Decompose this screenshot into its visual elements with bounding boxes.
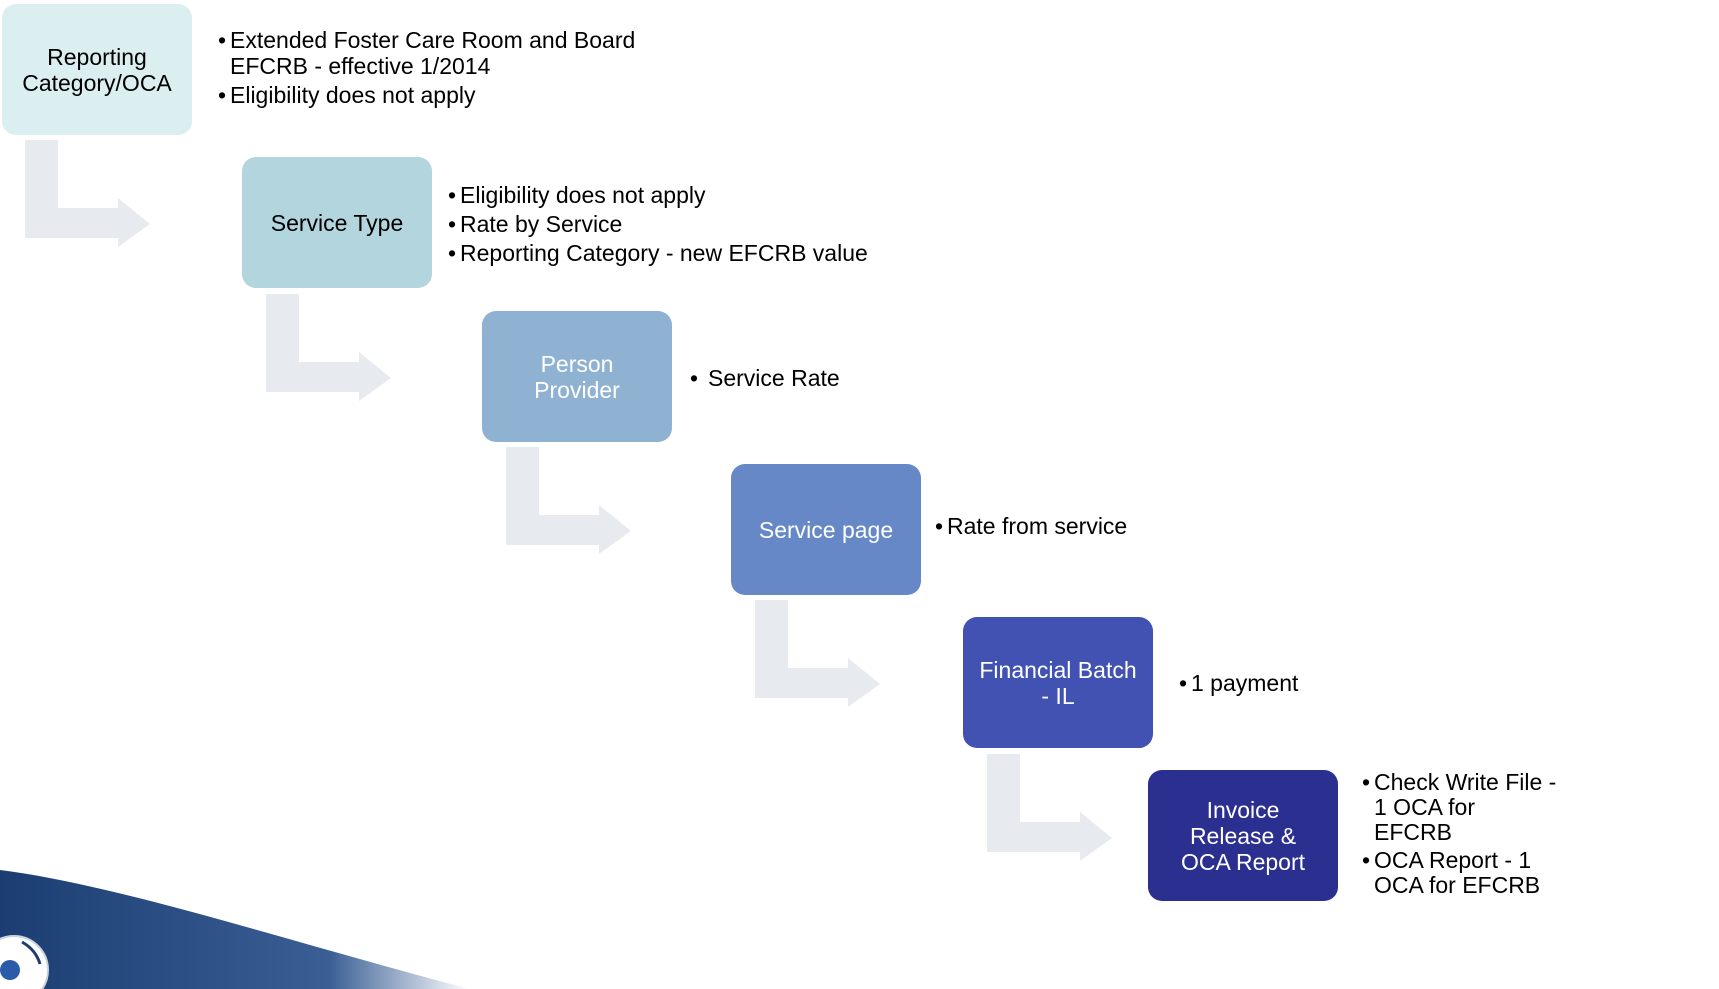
note-item: Rate from service: [935, 513, 1127, 539]
step-notes: Eligibility does not apply Rate by Servi…: [448, 182, 868, 269]
note-item: Service Rate: [690, 365, 840, 391]
bent-arrow-icon: [506, 447, 631, 554]
step-notes: 1 payment: [1179, 670, 1298, 699]
note-item: Eligibility does not apply: [448, 182, 868, 208]
step-service-page: Service page: [731, 464, 921, 595]
step-person-provider: Person Provider: [482, 311, 672, 442]
bent-arrow-icon: [25, 140, 150, 247]
step-notes: Service Rate: [690, 365, 840, 394]
bent-arrow-icon: [755, 600, 880, 707]
step-notes: Check Write File - 1 OCA for EFCRB OCA R…: [1362, 770, 1556, 901]
step-service-type: Service Type: [242, 157, 432, 288]
step-label: Invoice Release & OCA Report: [1181, 796, 1305, 875]
note-item: Reporting Category - new EFCRB value: [448, 240, 868, 266]
note-item: Extended Foster Care Room and Board EFCR…: [218, 27, 635, 79]
step-label: Financial Batch - IL: [979, 656, 1137, 709]
note-item: Rate by Service: [448, 211, 868, 237]
step-reporting-category: Reporting Category/OCA: [2, 4, 192, 135]
swoosh-decoration: [0, 870, 470, 989]
step-invoice-release: Invoice Release & OCA Report: [1148, 770, 1338, 901]
step-label: Service Type: [270, 209, 404, 236]
step-notes: Rate from service: [935, 513, 1127, 542]
bent-arrow-icon: [266, 294, 391, 401]
note-item: OCA Report - 1 OCA for EFCRB: [1362, 848, 1556, 898]
step-label: Person Provider: [534, 350, 620, 403]
step-label: Reporting Category/OCA: [22, 43, 172, 96]
step-notes: Extended Foster Care Room and Board EFCR…: [218, 27, 635, 111]
step-label: Service page: [758, 516, 894, 543]
step-financial-batch: Financial Batch - IL: [963, 617, 1153, 748]
department-seal-icon: [0, 935, 49, 989]
note-item: 1 payment: [1179, 670, 1298, 696]
note-item: Check Write File - 1 OCA for EFCRB: [1362, 770, 1556, 845]
bent-arrow-icon: [987, 754, 1112, 861]
note-item: Eligibility does not apply: [218, 82, 635, 108]
